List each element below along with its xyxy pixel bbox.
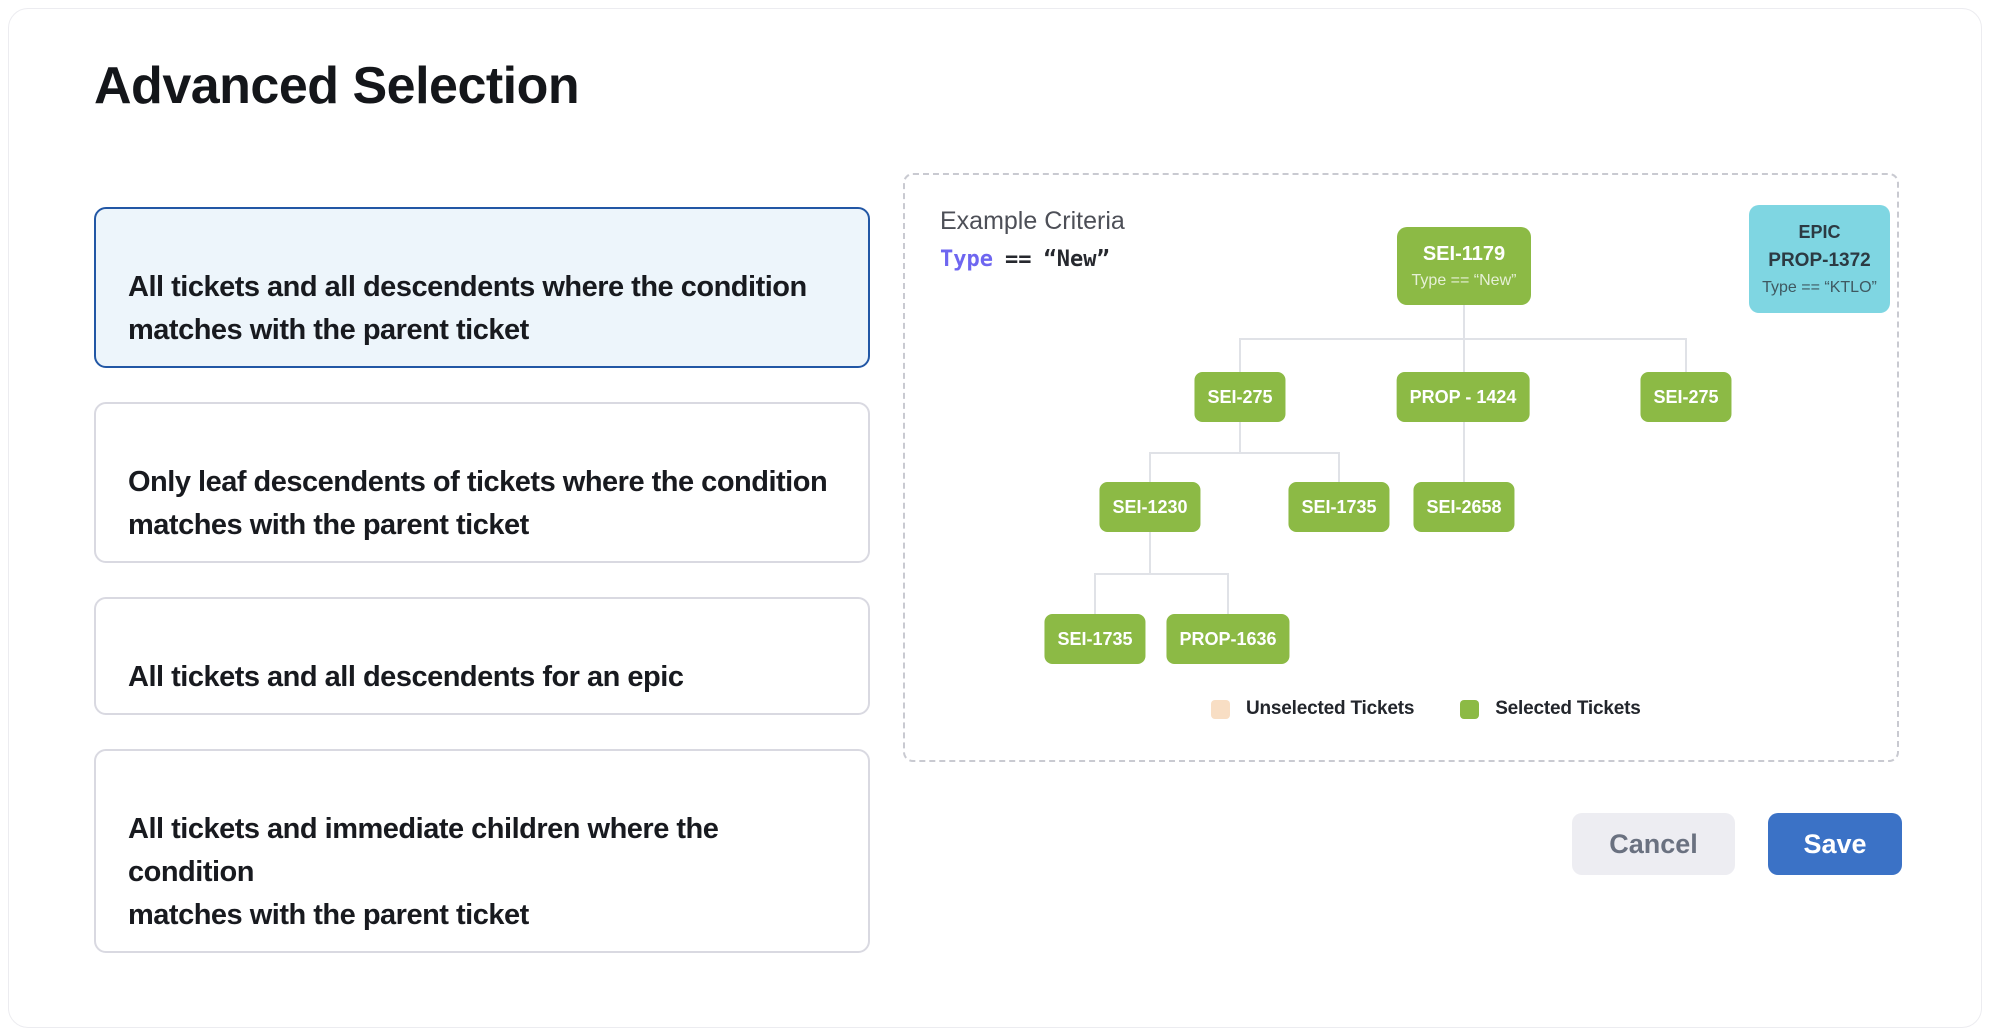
option-label: All tickets and all descendents where th… xyxy=(128,271,807,346)
ticket-node: SEI-1735 xyxy=(1044,614,1146,664)
option-label: All tickets and all descendents for an e… xyxy=(128,661,684,693)
ticket-node: SEI-275 xyxy=(1194,372,1286,422)
connector-line xyxy=(1095,573,1229,575)
connector-line xyxy=(1150,452,1340,454)
ticket-node-condition: Type == “New” xyxy=(1411,271,1517,289)
option-immediate-children-condition[interactable]: All tickets and immediate children where… xyxy=(94,749,870,953)
legend: Unselected Tickets Selected Tickets xyxy=(1211,698,1641,720)
criteria-operator: == xyxy=(1004,247,1032,272)
connector-line xyxy=(1463,422,1465,482)
ticket-node: SEI-2658 xyxy=(1413,482,1515,532)
ticket-node: SEI-275 xyxy=(1640,372,1732,422)
ticket-node: PROP - 1424 xyxy=(1396,372,1530,422)
option-all-descendents-condition[interactable]: All tickets and all descendents where th… xyxy=(94,207,870,368)
selected-swatch-icon xyxy=(1460,699,1480,719)
save-button[interactable]: Save xyxy=(1768,813,1902,875)
criteria-field: Type xyxy=(940,247,993,272)
option-label: Only leaf descendents of tickets where t… xyxy=(128,466,828,541)
legend-label: Selected Tickets xyxy=(1495,698,1641,719)
advanced-selection-dialog: Advanced Selection All tickets and all d… xyxy=(94,57,1902,953)
connector-line xyxy=(1685,338,1687,372)
legend-label: Unselected Tickets xyxy=(1246,698,1415,719)
selection-options-list: All tickets and all descendents where th… xyxy=(94,207,870,987)
ticket-node: PROP-1636 xyxy=(1166,614,1290,664)
ticket-node: SEI-1735 xyxy=(1288,482,1390,532)
connector-line xyxy=(1338,452,1340,482)
ticket-node-root: SEI-1179 Type == “New” xyxy=(1397,227,1531,305)
dialog-footer: Cancel Save xyxy=(1572,813,1902,875)
page-title: Advanced Selection xyxy=(94,57,580,115)
connector-line xyxy=(1240,338,1687,340)
criteria-expression: Type == “New” xyxy=(940,247,1110,272)
connector-line xyxy=(1149,452,1151,482)
unselected-swatch-icon xyxy=(1211,699,1230,719)
connector-line xyxy=(1239,422,1241,452)
example-diagram-panel: Example Criteria Type == “New” EPIC PROP-1… xyxy=(903,173,1899,762)
connector-line xyxy=(1149,532,1151,573)
ticket-node: SEI-1230 xyxy=(1099,482,1201,532)
ticket-node-label: SEI-1179 xyxy=(1422,242,1506,265)
criteria-value: “New” xyxy=(1043,247,1110,272)
option-label: All tickets and immediate children where… xyxy=(128,813,719,931)
connector-line xyxy=(1227,573,1229,614)
cancel-button[interactable]: Cancel xyxy=(1572,813,1735,875)
epic-badge-id: PROP-1372 xyxy=(1768,249,1871,271)
legend-item-selected: Selected Tickets xyxy=(1460,698,1641,720)
connector-line xyxy=(1239,338,1241,372)
epic-badge-kind: EPIC xyxy=(1798,221,1841,242)
legend-item-unselected: Unselected Tickets xyxy=(1211,698,1414,720)
option-leaf-descendents-condition[interactable]: Only leaf descendents of tickets where t… xyxy=(94,402,870,563)
epic-badge: EPIC PROP-1372 Type == “KTLO” xyxy=(1749,205,1890,313)
option-all-descendents-epic[interactable]: All tickets and all descendents for an e… xyxy=(94,597,870,715)
criteria-heading: Example Criteria xyxy=(940,207,1125,235)
connector-line xyxy=(1094,573,1096,614)
epic-badge-condition: Type == “KTLO” xyxy=(1762,278,1877,296)
